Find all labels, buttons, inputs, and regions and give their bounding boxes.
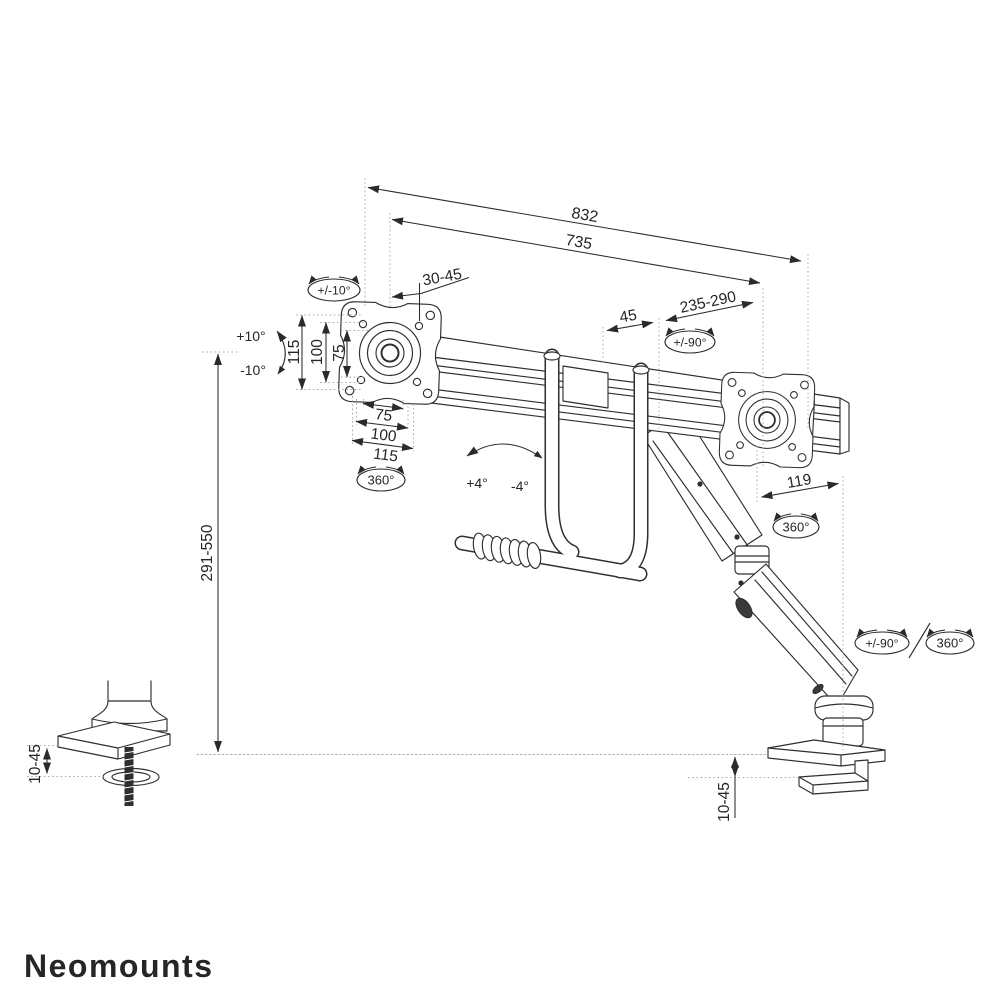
threaded-rod	[124, 747, 134, 806]
dim-75h-label: 75	[374, 406, 393, 425]
dim-100h-line	[355, 418, 409, 431]
tilt-range-oval-label: +/-10°	[318, 284, 351, 298]
dim-75v-label: 75	[331, 344, 348, 361]
grommet-base-plate	[57, 721, 171, 760]
dim-45-label: 45	[618, 307, 638, 327]
arm-rotation-oval	[772, 512, 820, 539]
dimension-lines	[43, 185, 931, 818]
dim-30-45-label: 30-45	[421, 266, 463, 290]
neomounts-logo: Neomounts	[24, 948, 214, 984]
dim-100v-label: 100	[309, 339, 326, 365]
base-rotation-oval-label: 360°	[937, 636, 964, 651]
arm-tilt-down-label: -4°	[511, 478, 529, 494]
clamp-top-plate	[767, 739, 886, 767]
tilt-arc	[276, 330, 287, 375]
dim-45-line	[606, 320, 654, 333]
tilt-range-oval	[307, 275, 361, 302]
coil-spring	[472, 532, 542, 569]
dim-119-label: 119	[786, 471, 813, 492]
hook-mount-block	[562, 365, 609, 409]
dim-119-line	[760, 481, 840, 500]
grommet-mount	[57, 680, 171, 806]
base-and-clamp	[767, 695, 886, 795]
vesa-plate-left	[338, 301, 442, 405]
base-rotation-oval	[925, 628, 975, 655]
dim-235-290-line	[665, 300, 754, 323]
dimension-labels: 832 735 30-45 115 100 75 75 100 115 45 2…	[27, 205, 963, 822]
dim-735-label: 735	[564, 232, 593, 253]
rotation-ovals	[307, 275, 975, 655]
vesa-plate-right	[718, 371, 816, 469]
dim-832-label: 832	[570, 205, 599, 226]
base-swivel-oval-label: +/-90°	[866, 637, 899, 651]
crossbar-swivel-oval-label: +/-90°	[674, 336, 707, 350]
dim-100h-label: 100	[370, 426, 398, 446]
tilt-up-label: +10°	[236, 328, 265, 344]
dim-30-45-leader	[420, 277, 470, 294]
plate-rotation-oval-label: 360°	[368, 473, 395, 488]
dim-735-line	[391, 217, 761, 286]
slash-divider	[908, 622, 931, 659]
crossbar-swivel-oval	[664, 327, 716, 354]
dim-10-45-clamp-label: 10-45	[716, 782, 733, 822]
plate-rotation-oval	[356, 465, 406, 492]
dim-291-550-label: 291-550	[199, 524, 216, 581]
arm-elbow-head	[734, 545, 770, 575]
dim-30-45-arrow	[391, 291, 422, 300]
base-swivel-oval	[854, 628, 910, 655]
arm-tilt-arc	[466, 443, 543, 459]
dim-235-290-label: 235-290	[678, 288, 738, 317]
cable-hook	[454, 348, 650, 582]
dim-115h-line	[351, 437, 414, 452]
dim-115v-label: 115	[286, 340, 303, 365]
dim-115h-label: 115	[372, 446, 399, 466]
tilt-down-label: -10°	[240, 362, 266, 378]
dim-10-45-grommet-label: 10-45	[27, 744, 44, 784]
lower-arm	[733, 563, 859, 707]
arm-tilt-up-label: +4°	[466, 475, 488, 491]
dim-75h-line	[362, 400, 404, 412]
arm-rotation-oval-label: 360°	[783, 520, 810, 535]
